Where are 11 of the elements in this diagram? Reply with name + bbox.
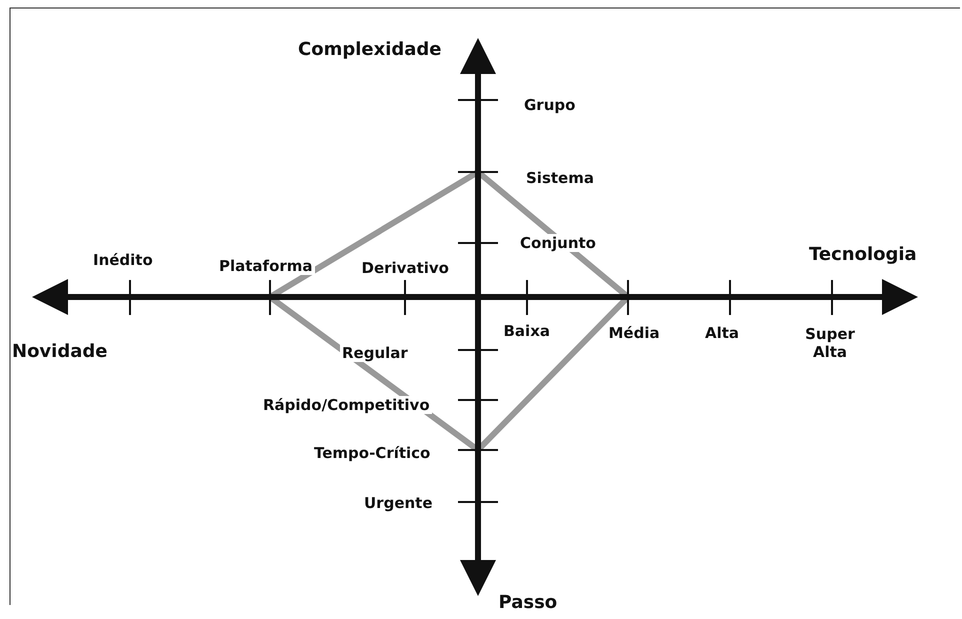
tick-label: Grupo	[522, 96, 578, 114]
tick-label: Tempo-Crítico	[312, 444, 432, 462]
axis-title: Passo	[498, 592, 558, 614]
tick-label: Rápido/Competitivo	[261, 396, 432, 414]
axis-title: Tecnologia	[809, 244, 917, 266]
tick-label: Regular	[340, 344, 410, 362]
tick-label: Urgente	[362, 494, 435, 512]
tick-label: Conjunto	[518, 234, 598, 252]
tick-label: Plataforma	[217, 257, 315, 275]
axis-title: Novidade	[12, 341, 108, 363]
axis-title: Complexidade	[298, 39, 442, 61]
